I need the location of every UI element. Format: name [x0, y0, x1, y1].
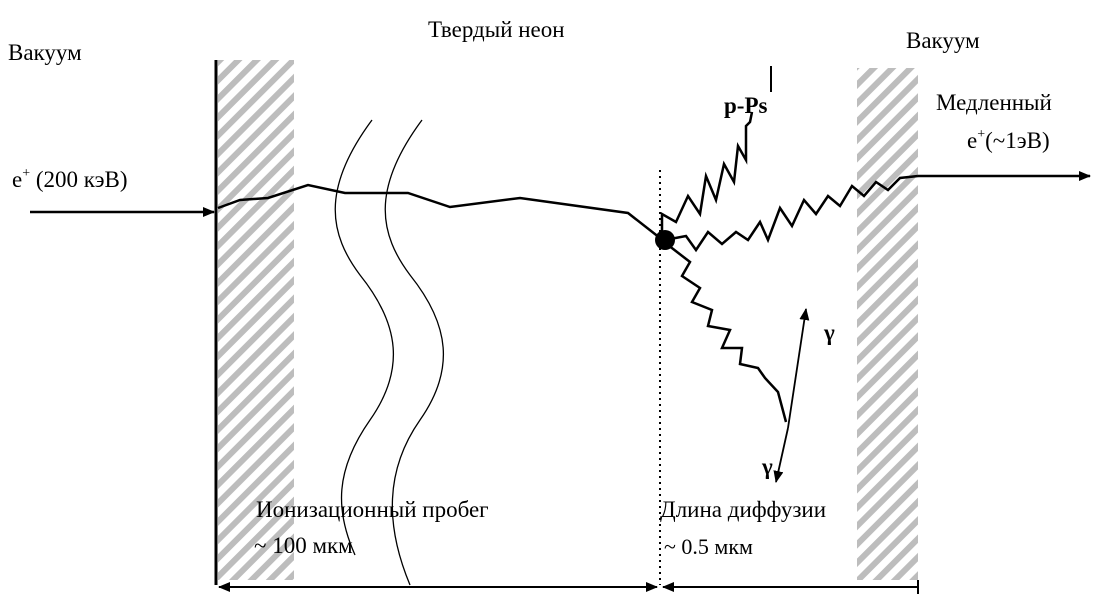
incoming-positron-symbol: e	[12, 167, 22, 192]
wavy-line-right	[384, 119, 445, 586]
vacuum-left-label: Вакуум	[8, 40, 82, 65]
slow-positron-symbol: e	[967, 128, 977, 153]
incoming-positron-label: e+ (200 кэВ)	[12, 166, 128, 192]
wavy-line-left	[334, 119, 395, 556]
gamma-ray-down	[773, 427, 789, 483]
ionization-range-label-line1: Ионизационный пробег	[256, 497, 489, 522]
positron-track	[217, 183, 661, 239]
diffusion-length-label-line1: Длина диффузии	[660, 497, 826, 522]
slow-positron-superscript: +	[977, 127, 985, 142]
incoming-positron-energy: (200 кэВ)	[30, 167, 127, 192]
ps-squiggle-path	[660, 111, 754, 232]
gamma-label-up: γ	[823, 320, 835, 345]
slow-positron-label-line2: e+(~1эВ)	[967, 127, 1050, 153]
slow-positron-squiggle	[664, 174, 919, 253]
vacuum-right-label: Вакуум	[906, 28, 980, 53]
gamma-label-down: γ	[761, 454, 773, 479]
gamma-ray-up	[787, 308, 810, 429]
slow-positron-energy: (~1эВ)	[985, 128, 1049, 153]
left-hatched-layer	[218, 60, 294, 580]
incoming-positron-superscript: +	[22, 166, 30, 181]
slow-positron-label-line1: Медленный	[936, 90, 1052, 115]
diffusion-length-label-line2: ~ 0.5 мкм	[664, 534, 753, 559]
ps-label: p-Ps	[724, 93, 768, 118]
right-hatched-layer	[857, 68, 918, 580]
annihilation-squiggle	[667, 244, 788, 423]
solid-neon-label: Твердый неон	[428, 17, 565, 42]
ionization-range-label-line2: ~ 100 мкм	[254, 533, 353, 558]
